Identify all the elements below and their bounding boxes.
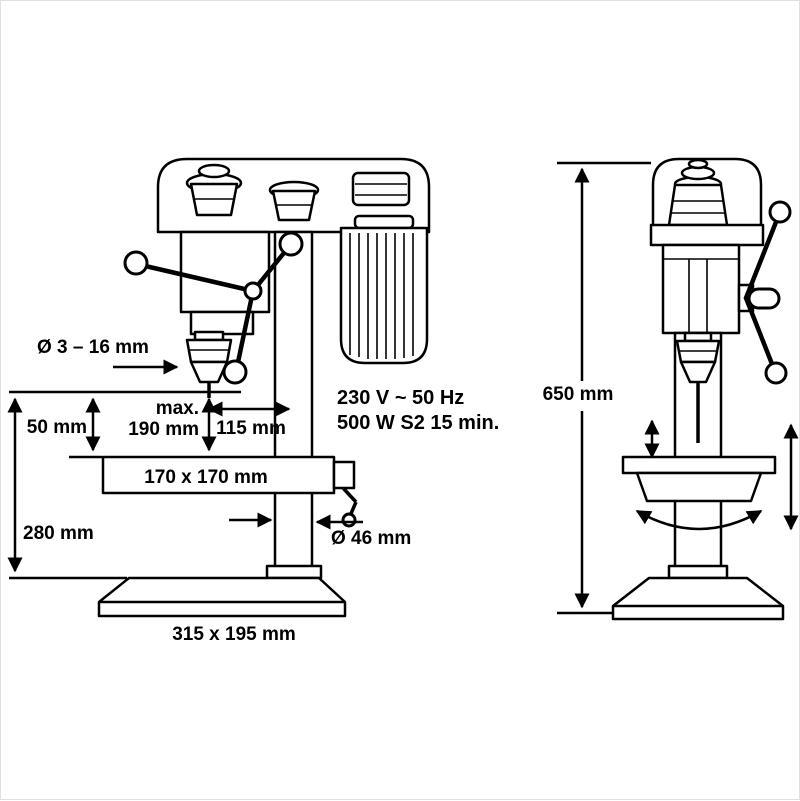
table-size-label: 170 x 170 mm: [144, 467, 268, 488]
column: [273, 230, 314, 580]
handle-ball: [278, 231, 304, 257]
front-pulley-cone: [667, 158, 729, 227]
handle-hub: [243, 281, 263, 301]
side-view-drawing: [97, 157, 431, 618]
side-view-dimensions: Ø 3 – 16 mm 50 mm max. 190 mm 115 mm 170…: [7, 337, 499, 645]
spindle-to-column-label: 115 mm: [216, 418, 286, 439]
motor-body: [339, 226, 429, 365]
pulley-left: [185, 163, 243, 217]
motor-cap: [353, 214, 415, 230]
front-base: [611, 576, 785, 621]
pulley-middle: [268, 180, 320, 222]
column-collar: [265, 564, 323, 580]
handle-ball: [222, 359, 248, 385]
front-column-collar: [667, 564, 729, 580]
front-view-drawing: [611, 157, 792, 621]
front-head-band: [649, 223, 765, 247]
table-clamp-crank: [332, 460, 358, 528]
chuck-to-base-label: 280 mm: [23, 523, 94, 544]
belt-cover: [351, 171, 411, 207]
feed-handles: [123, 231, 304, 385]
front-work-table: [621, 455, 777, 503]
power-label: 500 W S2 15 min.: [337, 412, 499, 434]
chuck: [185, 330, 233, 398]
base: [97, 576, 347, 618]
spindle-stroke-prefix-label: max.: [156, 398, 199, 419]
chuck-to-table-label: 50 mm: [27, 417, 87, 438]
front-spindle-housing: [661, 243, 741, 335]
handle-ball: [764, 361, 788, 385]
handle-ball: [123, 250, 149, 276]
table-swivel-arrow: [635, 509, 763, 531]
voltage-label: 230 V ~ 50 Hz: [337, 387, 464, 409]
column-diameter-label: Ø 46 mm: [331, 528, 411, 549]
motor: [339, 214, 429, 365]
overall-height-label: 650 mm: [543, 384, 614, 405]
spindle-stroke-label: 190 mm: [128, 419, 199, 440]
base-size-label: 315 x 195 mm: [172, 624, 296, 645]
motor-fins: [349, 233, 414, 359]
front-chuck: [675, 331, 721, 443]
handle-ball: [768, 200, 792, 224]
front-view-dimensions: 650 mm: [543, 161, 799, 615]
front-feed-handles: [737, 200, 792, 385]
handle-grip: [747, 287, 781, 310]
chuck-capacity-label: Ø 3 – 16 mm: [37, 337, 149, 358]
